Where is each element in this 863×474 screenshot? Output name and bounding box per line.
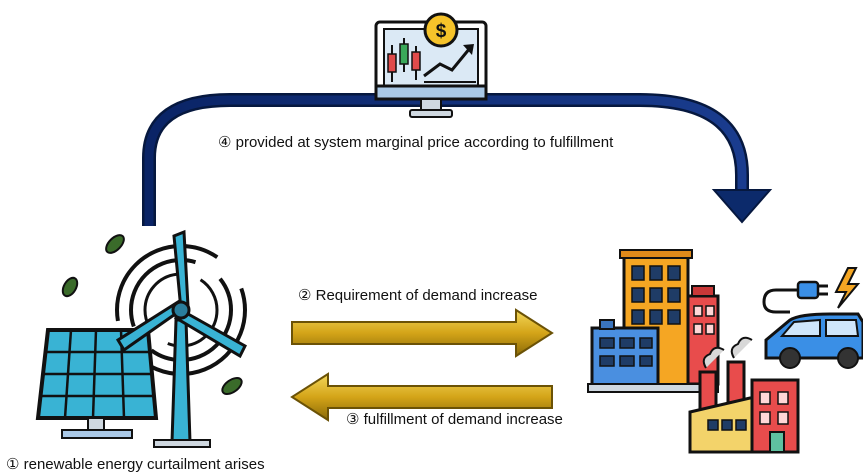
svg-text:$: $: [436, 21, 447, 42]
curtailment-label: ① renewable energy curtailment arises: [6, 456, 265, 473]
solar-wind-plant-icon: [35, 229, 247, 448]
demand-request-arrow: [291, 308, 554, 358]
fulfillment-arrow: [290, 372, 553, 422]
dollar-coin-icon: $: [423, 12, 459, 48]
city-factory-ev-icon: [587, 249, 863, 454]
trading-monitor-icon: $: [374, 12, 488, 118]
plug-icon: [762, 280, 828, 314]
fulfillment-label: ③ fulfillment of demand increase: [346, 411, 563, 428]
demand-request-label: ② Requirement of demand increase: [298, 287, 538, 304]
lightning-icon: [834, 267, 861, 309]
settlement-label: ④ provided at system marginal price acco…: [218, 134, 614, 151]
payment-curve-arrow: [142, 93, 773, 226]
